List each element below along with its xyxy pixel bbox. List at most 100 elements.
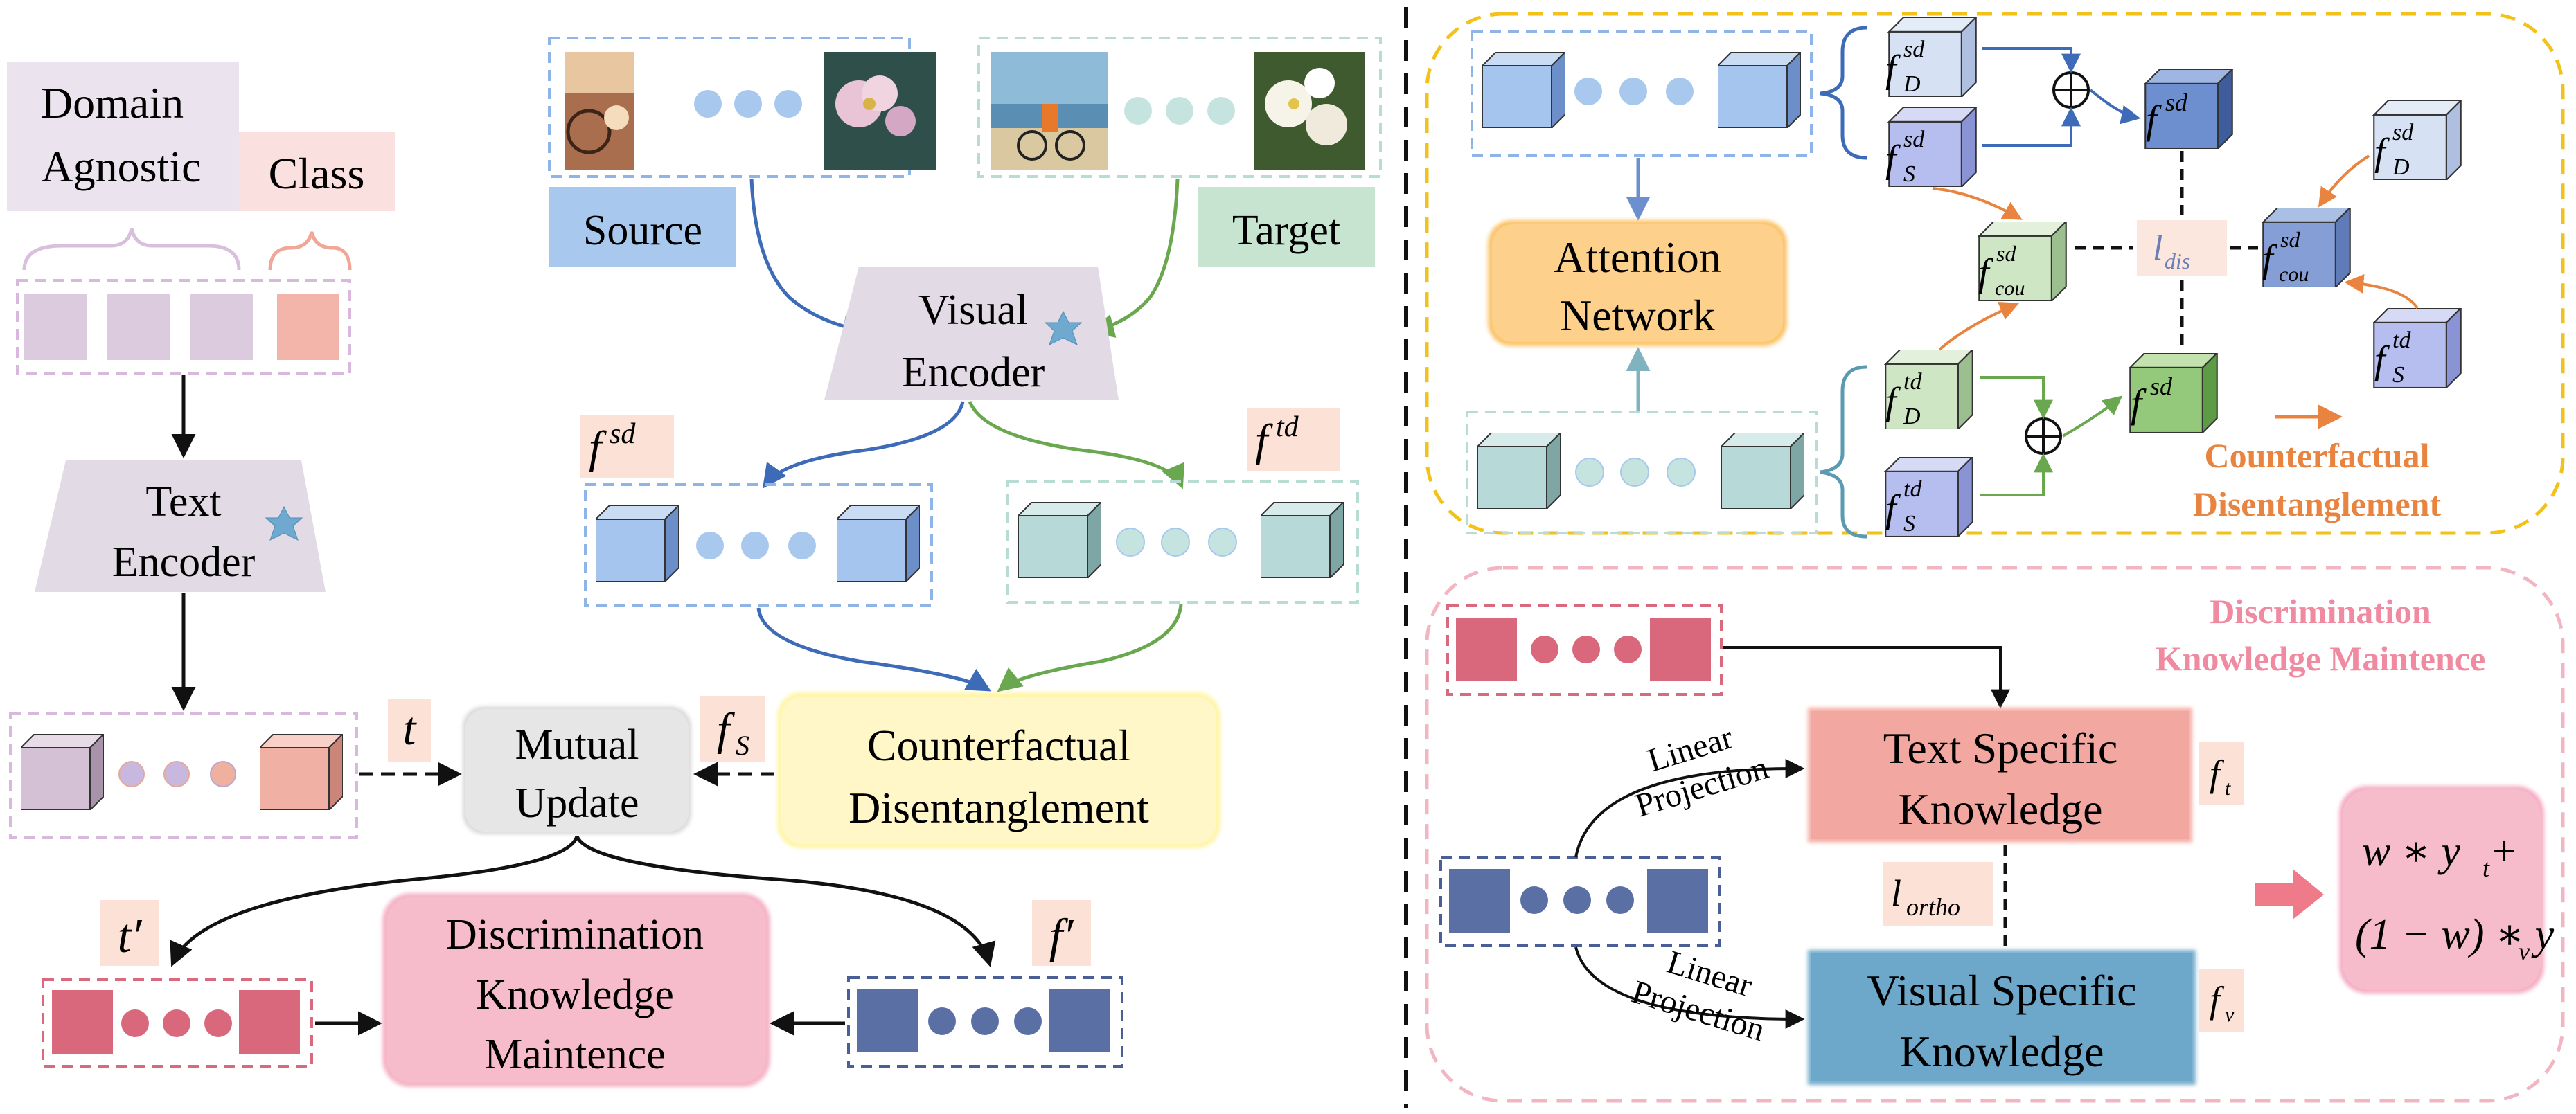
attention-line2: Network: [1560, 291, 1715, 340]
svg-text:ortho: ortho: [1906, 893, 1960, 921]
svg-text:t: t: [2225, 777, 2231, 800]
target-image-cyclist-photo: [991, 52, 1108, 170]
vsk-line1: Visual Specific: [1867, 966, 2137, 1015]
source-image-sequence: [548, 37, 936, 178]
fs-label: f S: [700, 696, 765, 762]
svg-text:D: D: [1903, 404, 1921, 429]
mutual-update-box: Mutual Update: [463, 706, 691, 834]
cd-legend-line1: Counterfactual: [2205, 436, 2430, 475]
dkm-module-title-line2: Knowledge Maintence: [2156, 639, 2485, 678]
svg-text:+: +: [2492, 828, 2516, 875]
attention-network-box: Attention Network: [1488, 220, 1787, 346]
text-specific-knowledge-box: Text Specific Knowledge: [1808, 708, 2192, 843]
ft-label: f t: [2199, 742, 2244, 805]
oplus-to-fsd-line: [2089, 89, 2141, 125]
source-image-flower-painting: [824, 52, 936, 170]
svg-text:S: S: [2392, 362, 2404, 388]
text-encoder: Text Encoder: [35, 460, 326, 592]
svg-text:l: l: [2153, 228, 2162, 268]
svg-text:sd: sd: [610, 418, 636, 450]
l-dis-label: l dis: [2137, 220, 2227, 276]
target-split-brace: [1820, 365, 1867, 539]
f-sd-bottom-cube: f sd: [2129, 353, 2218, 433]
target-to-visual-encoder-arrow: [1090, 178, 1180, 338]
ftd-label: f td: [1247, 408, 1340, 471]
fsd-label: f sd: [580, 415, 674, 478]
svg-text:l: l: [1891, 872, 1901, 914]
tsk-line1: Text Specific: [1883, 724, 2118, 773]
svg-text:dis: dis: [2165, 249, 2190, 273]
fssd-to-fcou-arrow: [1932, 187, 2023, 220]
dkm-text-sequence: [1446, 604, 1723, 696]
visual-encoder-to-fsd-arrow: [762, 401, 965, 489]
svg-text:sd: sd: [2280, 227, 2300, 252]
attention-line1: Attention: [1554, 233, 1721, 282]
dkm-line2: Knowledge: [476, 971, 674, 1018]
svg-text:sd: sd: [1996, 241, 2016, 266]
mutual-to-tprime-arrow: [170, 836, 579, 967]
f-sd-top-cube: f sd: [2144, 69, 2233, 149]
svg-text:td: td: [1903, 476, 1922, 502]
counterfactual-disentanglement-box: Counterfactual Disentanglement: [777, 692, 1220, 848]
svg-text:td: td: [1903, 369, 1922, 395]
t-prime-label: t′: [100, 900, 159, 966]
dkm-module-frame: [1425, 566, 2565, 1103]
svg-text:sd: sd: [2165, 89, 2188, 116]
fdsd-to-oplus-line: [1982, 47, 2081, 73]
fd-td-cube: f D td: [1885, 350, 1973, 429]
cd-line1: Counterfactual: [867, 721, 1130, 770]
linear-projection-bottom-label: Linear Projection: [1628, 944, 1769, 1048]
svg-text:cou: cou: [2279, 263, 2309, 286]
domain-agnostic-line1: Domain: [41, 78, 184, 127]
svg-text:f′: f′: [1049, 910, 1074, 963]
vsk-line2: Knowledge: [1899, 1027, 2104, 1076]
fdtd-to-fcou-arrow: [1938, 301, 2020, 351]
svg-text:cou: cou: [1995, 277, 2025, 300]
source-image-bicycle-photo: [565, 52, 634, 170]
fs-td-right-cube: f S td: [2373, 308, 2462, 388]
visual-specific-knowledge-box: Visual Specific Knowledge: [1808, 950, 2196, 1085]
mutual-to-fprime-arrow: [575, 835, 996, 967]
linear-projection-top-label: Linear Projection: [1631, 719, 1773, 824]
tsk-line2: Knowledge: [1898, 784, 2102, 834]
source-to-visual-encoder-arrow: [749, 178, 867, 339]
svg-text:sd: sd: [2392, 120, 2414, 145]
source-feature-sequence: [584, 483, 933, 607]
visual-encoder-line2: Encoder: [902, 349, 1045, 396]
mutual-update-line1: Mutual: [515, 721, 639, 769]
counterfactual-module-frame: [1425, 12, 2565, 535]
t-prime-sequence: [42, 978, 313, 1068]
text-encoder-line1: Text: [145, 478, 221, 525]
fd-sd-right-cube: f D sd: [2373, 100, 2462, 180]
dkm-module-title-line1: Discrimination: [2210, 592, 2431, 631]
target-image-sequence: [977, 37, 1382, 178]
formula-line1: w ∗ y: [2362, 828, 2460, 875]
dkm-line1: Discrimination: [446, 911, 704, 958]
svg-text:td: td: [2392, 327, 2411, 353]
text-feature-sequence: [9, 712, 358, 839]
svg-text:t: t: [2482, 854, 2490, 882]
t-label: t: [388, 699, 431, 762]
text-seq-to-tsk-arrow: [1723, 646, 2010, 709]
class-label-text: Class: [269, 149, 365, 198]
visual-encoder-line1: Visual: [918, 287, 1028, 334]
target-feature-sequence: [1006, 480, 1359, 604]
text-encoder-line2: Encoder: [112, 539, 256, 586]
svg-text:D: D: [2392, 154, 2410, 180]
cd-target-feature-sequence: [1466, 411, 1818, 534]
fcou-sd-cube: f cou sd: [1978, 222, 2067, 301]
svg-text:sd: sd: [1903, 127, 1925, 152]
fssd-to-oplus-line: [1982, 107, 2081, 147]
svg-text:t: t: [403, 702, 418, 755]
visual-encoder-to-ftd-arrow: [968, 400, 1185, 489]
fcou-sd-right-cube: f cou sd: [2262, 208, 2351, 287]
dkm-line3: Maintence: [484, 1031, 666, 1078]
cd-line2: Disentanglement: [849, 783, 1149, 832]
source-split-brace: [1820, 26, 1867, 160]
svg-text:Target: Target: [1232, 207, 1340, 254]
target-label: Target: [1198, 187, 1375, 267]
mutual-update-line2: Update: [515, 780, 639, 827]
domain-agnostic-label: Domain Agnostic: [7, 62, 239, 211]
prompt-token-sequence: [16, 279, 351, 375]
